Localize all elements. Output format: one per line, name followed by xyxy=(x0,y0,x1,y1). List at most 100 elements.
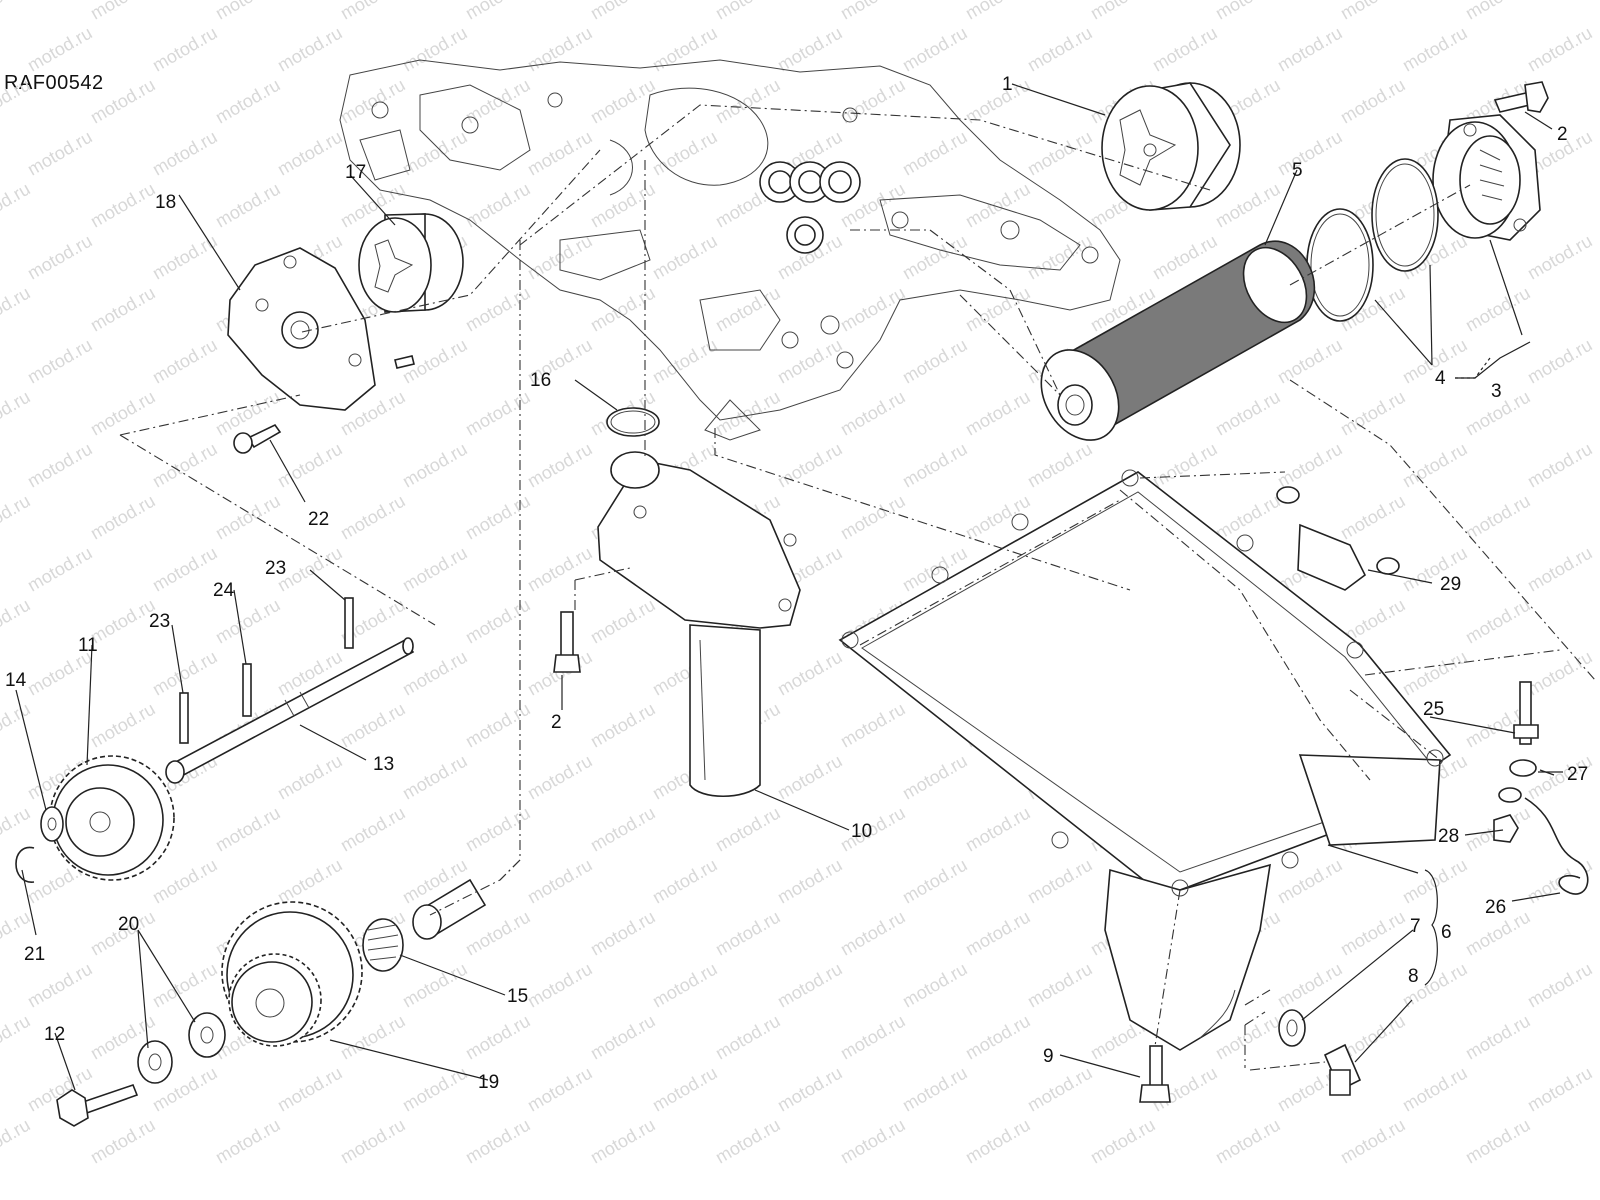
watermark-text: motod.ru xyxy=(649,231,721,284)
watermark-text: motod.ru xyxy=(274,23,346,76)
watermark-text: motod.ru xyxy=(837,283,909,336)
callout-16: 16 xyxy=(530,370,551,391)
watermark-text: motod.ru xyxy=(587,1011,659,1064)
callout-22: 22 xyxy=(308,509,329,530)
watermark-text: motod.ru xyxy=(587,179,659,232)
watermark-text: motod.ru xyxy=(1087,1115,1159,1168)
oil-passage-bores xyxy=(759,161,861,254)
watermark-text: motod.ru xyxy=(212,1115,284,1168)
watermark-text: motod.ru xyxy=(0,1011,34,1064)
watermark-text: motod.ru xyxy=(212,75,284,128)
part-27-washer xyxy=(1498,759,1537,803)
watermark-text: motod.ru xyxy=(962,0,1034,23)
watermark-text: motod.ru xyxy=(1524,231,1596,284)
watermark-text: motod.ru xyxy=(524,959,596,1012)
callout-12: 12 xyxy=(44,1024,65,1045)
watermark-text: motod.ru xyxy=(712,1115,784,1168)
callout-14: 14 xyxy=(5,670,27,691)
crankcase-outline xyxy=(339,59,1121,441)
callout-28: 28 xyxy=(1438,826,1459,847)
watermark-text: motod.ru xyxy=(149,335,221,388)
watermark-text: motod.ru xyxy=(1274,23,1346,76)
watermark-text: motod.ru xyxy=(212,803,284,856)
watermark-text: motod.ru xyxy=(0,179,34,232)
callout-6: 6 xyxy=(1441,922,1452,943)
watermark-text: motod.ru xyxy=(837,907,909,960)
watermark-text: motod.ru xyxy=(1024,959,1096,1012)
callout-11: 11 xyxy=(78,635,98,656)
watermark-text: motod.ru xyxy=(1337,75,1409,128)
watermark-text: motod.ru xyxy=(1149,439,1221,492)
watermark-text: motod.ru xyxy=(462,699,534,752)
watermark-text: motod.ru xyxy=(87,387,159,440)
watermark-text: motod.ru xyxy=(712,387,784,440)
watermark-text: motod.ru xyxy=(1524,647,1596,700)
watermark-text: motod.ru xyxy=(212,179,284,232)
watermark-text: motod.ru xyxy=(149,439,221,492)
watermark-text: motod.ru xyxy=(274,751,346,804)
watermark-text: motod.ru xyxy=(149,231,221,284)
part-2-bolt-pickup xyxy=(553,611,581,673)
drawing-code: RAF00542 xyxy=(4,72,104,94)
watermark-text: motod.ru xyxy=(837,0,909,23)
watermark-text: motod.ru xyxy=(837,75,909,128)
watermark-text: motod.ru xyxy=(24,127,96,180)
callout-2-pickup: 2 xyxy=(551,712,562,733)
watermark-text: motod.ru xyxy=(462,1011,534,1064)
part-7-washer xyxy=(1278,1009,1306,1047)
part-11-gear xyxy=(49,755,175,881)
watermark-text: motod.ru xyxy=(1024,855,1096,908)
part-16-o-ring xyxy=(606,407,660,437)
watermark-text: motod.ru xyxy=(774,439,846,492)
watermark-text: motod.ru xyxy=(1087,0,1159,23)
watermark-text: motod.ru xyxy=(24,439,96,492)
part-24-pin xyxy=(242,663,252,717)
watermark-text: motod.ru xyxy=(1462,1115,1534,1168)
watermark-text: motod.ru xyxy=(149,543,221,596)
watermark-text: motod.ru xyxy=(962,179,1034,232)
watermark-text: motod.ru xyxy=(1462,491,1534,544)
watermark-text: motod.ru xyxy=(1462,595,1534,648)
watermark-text: motod.ru xyxy=(712,1011,784,1064)
watermark-text: motod.ru xyxy=(587,803,659,856)
watermark-text: motod.ru xyxy=(649,855,721,908)
watermark-text: motod.ru xyxy=(1212,0,1284,23)
part-1-pump-rotor xyxy=(1101,82,1241,211)
callout-23-right: 23 xyxy=(265,558,286,579)
part-5-oil-filter xyxy=(1040,240,1316,441)
watermark-text: motod.ru xyxy=(462,907,534,960)
watermark-text: motod.ru xyxy=(399,23,471,76)
watermark-text: motod.ru xyxy=(524,1063,596,1116)
watermark-text: motod.ru xyxy=(462,283,534,336)
watermark-text: motod.ru xyxy=(524,543,596,596)
watermark-text: motod.ru xyxy=(1524,335,1596,388)
watermark-text: motod.ru xyxy=(712,75,784,128)
part-10-oil-pickup xyxy=(597,451,801,798)
watermark-text: motod.ru xyxy=(337,0,409,23)
watermark-text: motod.ru xyxy=(712,907,784,960)
watermark-text: motod.ru xyxy=(1524,439,1596,492)
watermark-text: motod.ru xyxy=(399,127,471,180)
part-28-nut xyxy=(1493,814,1519,843)
watermark-text: motod.ru xyxy=(462,1115,534,1168)
watermark-text: motod.ru xyxy=(524,855,596,908)
watermark-text: motod.ru xyxy=(24,959,96,1012)
watermark-text: motod.ru xyxy=(899,23,971,76)
watermark-text: motod.ru xyxy=(1274,127,1346,180)
watermark-text: motod.ru xyxy=(1274,959,1346,1012)
watermark-text: motod.ru xyxy=(774,751,846,804)
callout-17: 17 xyxy=(345,162,366,183)
watermark-text: motod.ru xyxy=(649,23,721,76)
watermark-text: motod.ru xyxy=(337,75,409,128)
watermark-text: motod.ru xyxy=(399,751,471,804)
watermark-text: motod.ru xyxy=(24,335,96,388)
watermark-text: motod.ru xyxy=(399,1063,471,1116)
part-8-drain-plug xyxy=(1323,1043,1362,1096)
watermark-text: motod.ru xyxy=(837,1011,909,1064)
watermark-text: motod.ru xyxy=(0,1115,34,1168)
watermark-text: motod.ru xyxy=(87,0,159,23)
watermark-text: motod.ru xyxy=(649,127,721,180)
callout-13: 13 xyxy=(373,754,394,775)
watermark-text: motod.ru xyxy=(1399,439,1471,492)
watermark-text: motod.ru xyxy=(587,0,659,23)
